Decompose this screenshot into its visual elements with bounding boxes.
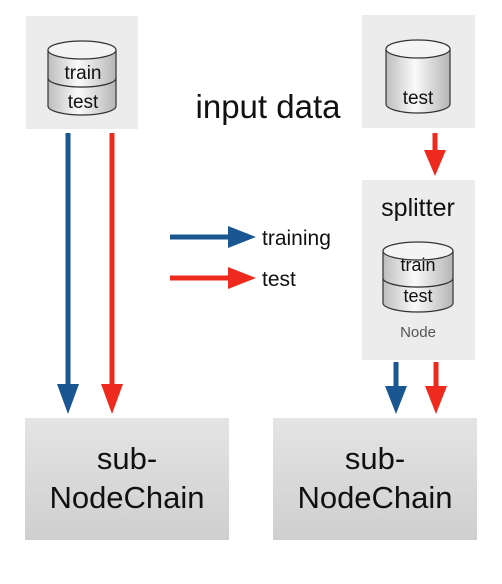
legend-test-arrow	[170, 267, 256, 289]
right-test-label: test	[403, 88, 434, 109]
left-test-arrow	[101, 133, 123, 414]
splitter-node-box: splitter train test Node	[362, 180, 475, 360]
left-subnodechain-line1: sub-	[97, 441, 157, 476]
legend-training-label: training	[262, 227, 331, 250]
right-subnodechain-box: sub- NodeChain	[273, 418, 477, 540]
right-subnodechain-line1: sub-	[345, 441, 405, 476]
left-training-arrow	[57, 133, 79, 414]
input-data-label: input data	[196, 88, 342, 125]
splitter-training-arrow	[385, 362, 407, 414]
splitter-train-label: train	[400, 255, 435, 275]
legend: training test	[170, 226, 331, 291]
splitter-test-arrow	[425, 362, 447, 414]
left-test-label: test	[68, 92, 99, 113]
left-subnodechain-box: sub- NodeChain	[25, 418, 229, 540]
legend-training-arrow	[170, 226, 256, 248]
left-train-label: train	[65, 63, 102, 84]
right-subnodechain-line2: NodeChain	[297, 480, 452, 515]
splitter-caption: Node	[400, 324, 436, 341]
right-database-icon	[385, 39, 451, 114]
legend-test-label: test	[262, 268, 296, 291]
left-database-icon	[47, 40, 117, 116]
splitter-database-icon	[382, 241, 454, 313]
right-input-box: test	[362, 15, 475, 128]
splitter-test-label: test	[403, 286, 432, 306]
right-test-to-splitter-arrow	[424, 133, 446, 176]
left-subnodechain-line2: NodeChain	[49, 480, 204, 515]
splitter-title: splitter	[381, 194, 455, 222]
left-input-box: train test	[26, 16, 138, 129]
